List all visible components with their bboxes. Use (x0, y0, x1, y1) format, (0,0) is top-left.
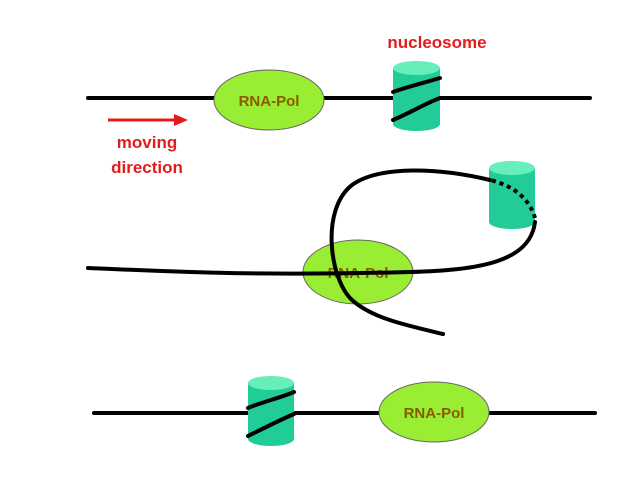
direction-label: direction (111, 158, 183, 177)
moving-label: moving (117, 133, 177, 152)
nucleosome-2 (489, 161, 535, 229)
panel-2: RNA-Pol (86, 161, 537, 336)
dna-wrap-3a (246, 390, 296, 410)
nucleosome-body-3 (248, 383, 294, 439)
nucleosome-top-2 (489, 161, 535, 175)
dna-wrap-1a (391, 76, 442, 94)
rna-pol-shape-1 (213, 69, 325, 131)
moving-direction-arrow (108, 114, 188, 126)
panel-1: RNA-Pol nucleosome moving direction (86, 33, 592, 177)
rna-pol-label-3: RNA-Pol (404, 405, 465, 422)
rna-polymerase-3: RNA-Pol (378, 381, 490, 443)
rna-pol-label-1: RNA-Pol (239, 93, 300, 110)
nucleosome-body-2 (489, 168, 535, 222)
dna-loop (329, 168, 492, 336)
nucleosome-label: nucleosome (387, 33, 486, 52)
dna-strand-2-main (86, 220, 537, 276)
dna-wrap-1b (391, 96, 442, 122)
nucleosome-1 (391, 61, 442, 131)
rna-pol-shape-3 (378, 381, 490, 443)
nucleosome-top-3 (248, 376, 294, 390)
panel-3: RNA-Pol (92, 376, 597, 446)
nucleosome-3 (246, 376, 296, 446)
dna-wrap-3b (246, 412, 296, 438)
nucleosome-top-1 (393, 61, 440, 75)
rna-polymerase-1: RNA-Pol (213, 69, 325, 131)
arrow-head-icon (174, 114, 188, 126)
